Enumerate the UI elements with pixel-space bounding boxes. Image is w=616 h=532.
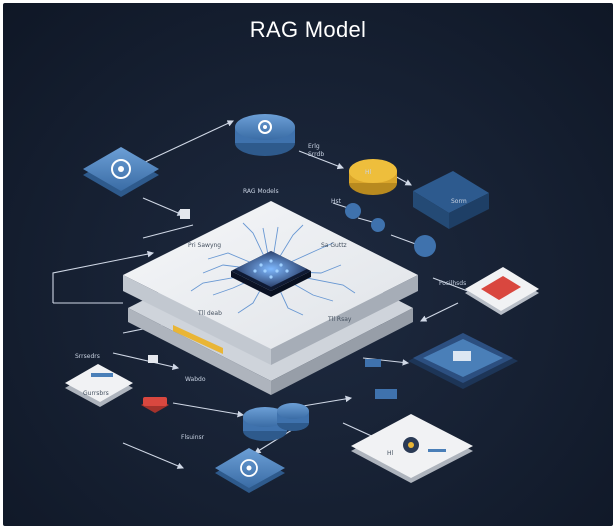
- platform-bottom-right-label: Tll Rsay: [327, 316, 352, 323]
- connector-top-to-yellow: [298, 150, 345, 170]
- small-chip-icons: [148, 355, 397, 399]
- lower-left-label-2: Gurrsbrs: [83, 390, 109, 397]
- connector-bottom-left: [122, 442, 185, 469]
- middle-link-label: Flsuinsr: [181, 434, 205, 441]
- lower-center-label: Wabdo: [185, 376, 206, 383]
- connector-doc-to-device: [420, 302, 459, 322]
- connector-lower-left: [112, 352, 180, 370]
- node-chain: Hst: [331, 198, 436, 257]
- target-tile-icon: [83, 147, 159, 197]
- platform-bottom-left-label: Tll deab: [197, 310, 222, 317]
- doc-label: Fosilhsds: [439, 280, 466, 287]
- lower-left-label-1: Srrsedrs: [75, 353, 100, 360]
- red-connector-icon: [141, 397, 169, 413]
- database-icon: Wabdo Flsuinsr: [181, 376, 309, 441]
- gear-cylinder-icon: [235, 114, 295, 156]
- yellow-chip-label: Hl: [365, 169, 372, 176]
- connector-right-down: [362, 357, 410, 366]
- connector-right-label: [432, 277, 475, 295]
- yellow-module-icon: Hl: [349, 159, 397, 195]
- diagram-canvas: RAG Model: [3, 3, 613, 526]
- bottom-right-card: Hl: [351, 414, 473, 483]
- connector-red-to-db: [172, 402, 245, 418]
- bottom-target-tile-icon: [215, 448, 285, 493]
- device-label: Sorm: [451, 198, 467, 205]
- puzzle-icon: [180, 209, 190, 219]
- connector-platform-right: [332, 202, 349, 209]
- chip-dots: [253, 259, 289, 279]
- tablet-device-icon: [408, 333, 518, 389]
- diagram-title: RAG Model: [249, 17, 367, 42]
- node-label: Hst: [331, 198, 342, 205]
- platform-right-label: Sa Guttz: [321, 242, 347, 249]
- connector-left-horizontal: [52, 250, 155, 303]
- rag-models-label: RAG Models: [243, 188, 279, 195]
- document-card-icon: Fosilhsds: [439, 267, 539, 315]
- lower-left-card: Srrsedrs Gurrsbrs: [65, 353, 133, 407]
- connector-plat-left: [142, 224, 194, 239]
- connector-left-diag: [142, 197, 185, 216]
- connector-db-mid: [302, 395, 353, 407]
- main-platform: Pri Sawyng Sa Guttz Tll deab Tll Rsay: [123, 201, 418, 395]
- connector-left-to-top: [142, 120, 234, 164]
- server-device-icon: Sorm: [413, 171, 489, 229]
- platform-left-label: Pri Sawyng: [188, 242, 221, 249]
- bottom-right-label: Hl: [387, 450, 394, 457]
